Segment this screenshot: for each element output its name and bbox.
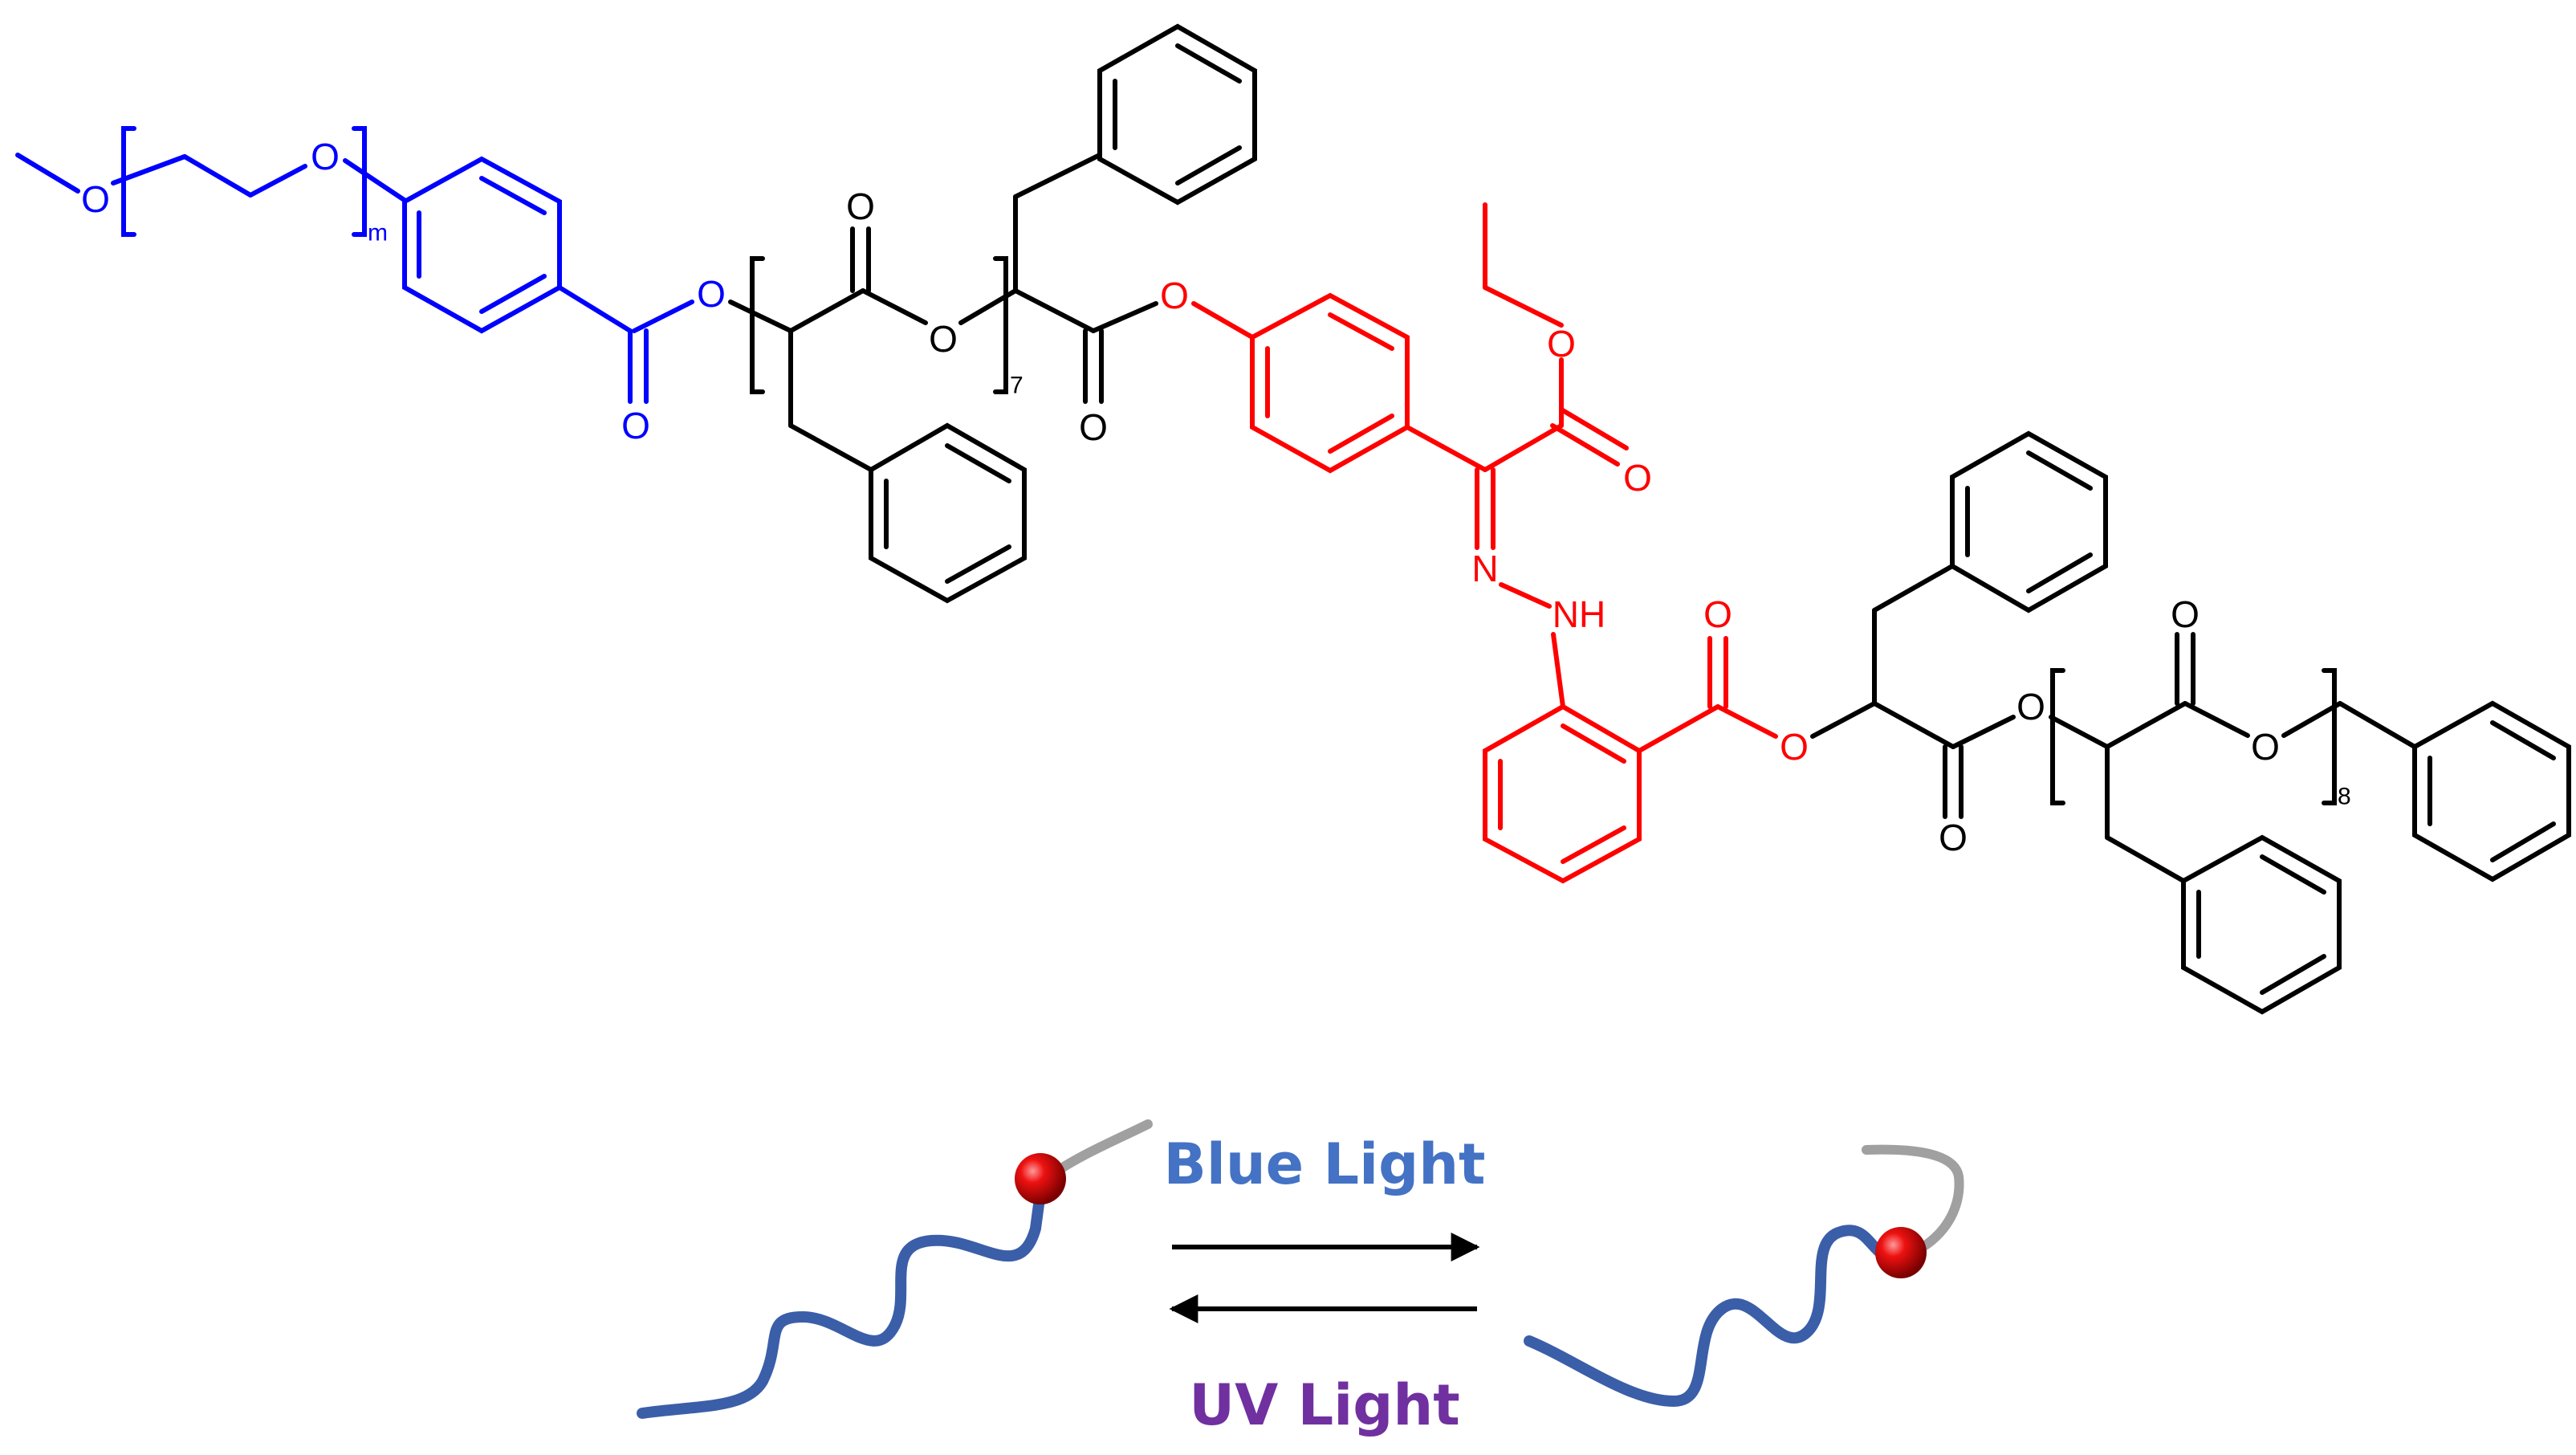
reverse-label: UV Light — [1189, 1372, 1459, 1438]
atom-o-carbonyl-ethyl: O — [1623, 457, 1652, 499]
atom-nh-hydrazone: NH — [1553, 593, 1605, 635]
atom-labels: O O m O O O O 7 O O O O N NH O O O O O O… — [81, 136, 2351, 858]
atom-o-methoxy: O — [81, 178, 110, 220]
atom-o-carbonyl-blue: O — [621, 405, 650, 446]
switch-bead-right — [1875, 1227, 1927, 1278]
atom-n-imine: N — [1471, 548, 1498, 589]
atom-o-ethyl-ester: O — [1547, 323, 1576, 365]
polymer-extended — [637, 1119, 1153, 1419]
chemical-structure: O O m O O O O 7 O O O O N NH O O O O O O… — [15, 23, 2571, 1015]
atom-o-ester-repeat2: O — [2251, 726, 2280, 768]
repeat-block-1 — [728, 23, 1257, 604]
atom-o-carbonyl-repeat2: O — [2171, 593, 2200, 635]
atom-o-ester-red: O — [1780, 726, 1809, 768]
atom-o-ester-blue: O — [697, 273, 726, 315]
hydrazone-switch — [1191, 202, 1778, 884]
atom-o-carbonyl-mid: O — [1939, 817, 1968, 858]
repeat2-subscript: 8 — [2338, 784, 2351, 810]
peg-repeat-subscript: m — [368, 220, 388, 247]
atom-o-carbonyl-black: O — [1079, 406, 1108, 448]
photoswitch-scheme: Blue Light UV Light — [637, 1119, 1964, 1438]
polymer-bent — [1524, 1144, 1964, 1408]
atom-o-peg: O — [311, 136, 340, 177]
atom-o-ester-repeat1: O — [929, 318, 958, 360]
atom-o-phenoxy: O — [1160, 275, 1189, 316]
atom-o-carbonyl-red: O — [1703, 593, 1732, 635]
switch-bead-left — [1015, 1153, 1066, 1204]
repeat-block-2 — [1810, 430, 2571, 1015]
atom-o-ester-mid: O — [2016, 686, 2045, 728]
peg-benzoate-block — [15, 126, 694, 404]
atom-o-carbonyl-repeat1: O — [846, 185, 875, 227]
repeat1-subscript: 7 — [1010, 373, 1023, 399]
forward-label: Blue Light — [1163, 1131, 1485, 1197]
